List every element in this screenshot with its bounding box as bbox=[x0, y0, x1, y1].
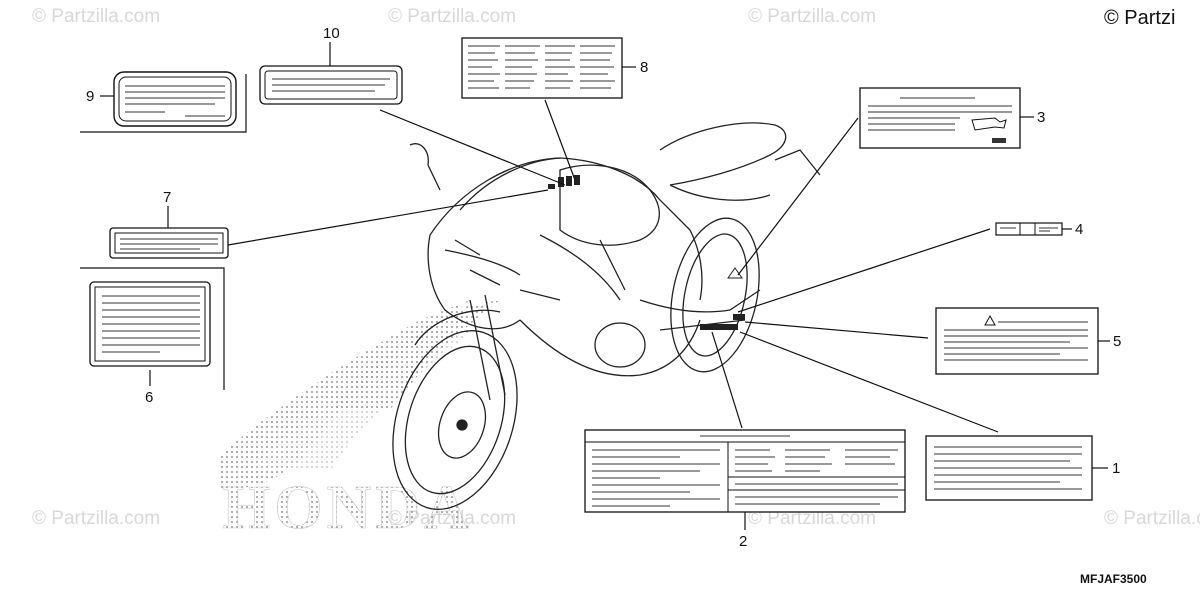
label-6 bbox=[89, 281, 211, 367]
callout-9: 9 bbox=[86, 88, 94, 105]
motorcycle-illustration bbox=[392, 122, 821, 510]
callout-7: 7 bbox=[163, 189, 171, 206]
label-2 bbox=[584, 429, 906, 513]
copyright-text: © Partzi bbox=[1104, 7, 1175, 29]
honda-wordmark: HONDA bbox=[222, 474, 473, 542]
callout-1: 1 bbox=[1112, 460, 1120, 477]
bike-label-patches bbox=[548, 175, 745, 330]
label-10 bbox=[259, 65, 403, 105]
callout-4: 4 bbox=[1075, 221, 1083, 238]
site-watermark: © Partzilla.com bbox=[748, 6, 876, 27]
honda-wing-logo bbox=[220, 300, 500, 490]
site-watermark: © Partzilla.com bbox=[388, 6, 516, 27]
warning-triangle-icon bbox=[984, 314, 996, 326]
site-watermark: © Partzilla.com bbox=[388, 508, 516, 529]
callout-3: 3 bbox=[1037, 109, 1045, 126]
label-1 bbox=[925, 435, 1093, 501]
callout-6: 6 bbox=[145, 389, 153, 406]
site-watermark: © Partzilla.com bbox=[32, 508, 160, 529]
label-8 bbox=[461, 37, 623, 99]
label-9 bbox=[113, 71, 237, 127]
callout-2: 2 bbox=[739, 533, 747, 550]
site-watermark: © Partzilla.com bbox=[32, 6, 160, 27]
callout-10: 10 bbox=[323, 25, 340, 42]
callout-5: 5 bbox=[1113, 333, 1121, 350]
site-watermark: © Partzilla.com bbox=[748, 508, 876, 529]
site-watermarks: © Partzilla.com © Partzilla.com © Partzi… bbox=[32, 6, 1200, 529]
callout-numbers: 10 8 9 3 7 4 5 6 1 2 bbox=[86, 25, 1121, 550]
leader-lines bbox=[80, 42, 1110, 530]
site-watermark: © Partzilla.com bbox=[1104, 508, 1200, 529]
key-icon bbox=[971, 117, 1007, 131]
callout-8: 8 bbox=[640, 59, 648, 76]
label-3 bbox=[859, 87, 1021, 149]
label-7 bbox=[109, 227, 229, 259]
part-code: MFJAF3500 bbox=[1080, 572, 1147, 586]
label-5 bbox=[935, 307, 1099, 375]
label-4 bbox=[995, 222, 1063, 236]
